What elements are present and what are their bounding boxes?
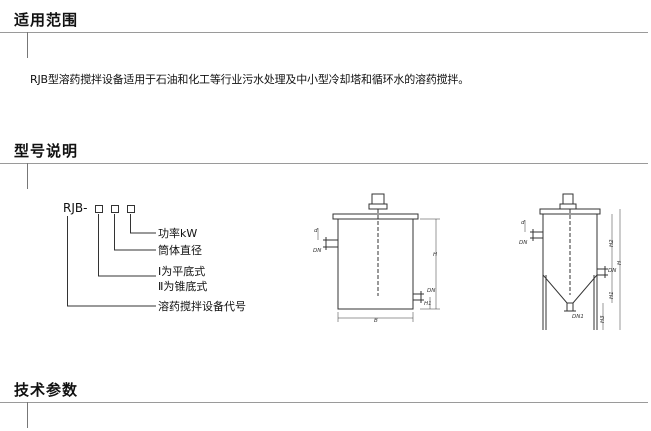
label-type-cone: Ⅱ为锥底式 bbox=[158, 280, 208, 293]
motor-base bbox=[559, 203, 577, 210]
section-title-model: 型号说明 bbox=[14, 142, 79, 160]
label-diameter: 筒体直径 bbox=[158, 244, 202, 257]
label-product-code: 溶药搅拌设备代号 bbox=[158, 300, 246, 313]
dim-dn-left: DN bbox=[313, 248, 321, 254]
dim-h1: H1 bbox=[424, 301, 432, 307]
dim-h2: H2 bbox=[609, 239, 615, 247]
section-rule bbox=[0, 32, 648, 33]
label-type-flat: Ⅰ为平底式 bbox=[158, 265, 206, 278]
section-rule bbox=[0, 163, 648, 164]
bracket-power bbox=[130, 214, 156, 234]
dim-h: H bbox=[433, 252, 437, 258]
code-box-diameter bbox=[111, 205, 119, 213]
label-power: 功率kW bbox=[158, 227, 198, 240]
code-box-type bbox=[95, 205, 103, 213]
model-prefix: RJB- bbox=[63, 201, 88, 215]
dim-d: d bbox=[521, 220, 525, 226]
dim-dn-left: DN bbox=[519, 240, 527, 246]
section-rule bbox=[0, 402, 648, 403]
dim-b: B bbox=[374, 318, 378, 324]
code-box-power bbox=[127, 205, 135, 213]
dim-h1: H1 bbox=[609, 291, 615, 299]
dim-dn-bottom: DN1 bbox=[572, 314, 584, 320]
section-tick bbox=[27, 163, 28, 189]
section-title-scope: 适用范围 bbox=[14, 11, 79, 29]
section-tick bbox=[27, 402, 28, 428]
dim-dn-right: DN bbox=[608, 268, 616, 274]
motor bbox=[562, 193, 574, 205]
section-tick bbox=[27, 32, 28, 58]
dim-h3: H3 bbox=[600, 315, 606, 323]
tank-body bbox=[337, 218, 414, 310]
dim-h: H bbox=[617, 261, 623, 265]
bracket-diameter bbox=[114, 214, 156, 251]
scope-text: RJB型溶药搅拌设备适用于石油和化工等行业污水处理及中小型冷却塔和循环水的溶药搅… bbox=[30, 73, 470, 86]
dim-dn-right: DN bbox=[427, 288, 435, 294]
dim-d: d bbox=[314, 228, 318, 234]
bracket-type bbox=[98, 214, 156, 277]
bracket-product bbox=[67, 216, 156, 307]
section-title-specs: 技术参数 bbox=[14, 381, 79, 399]
